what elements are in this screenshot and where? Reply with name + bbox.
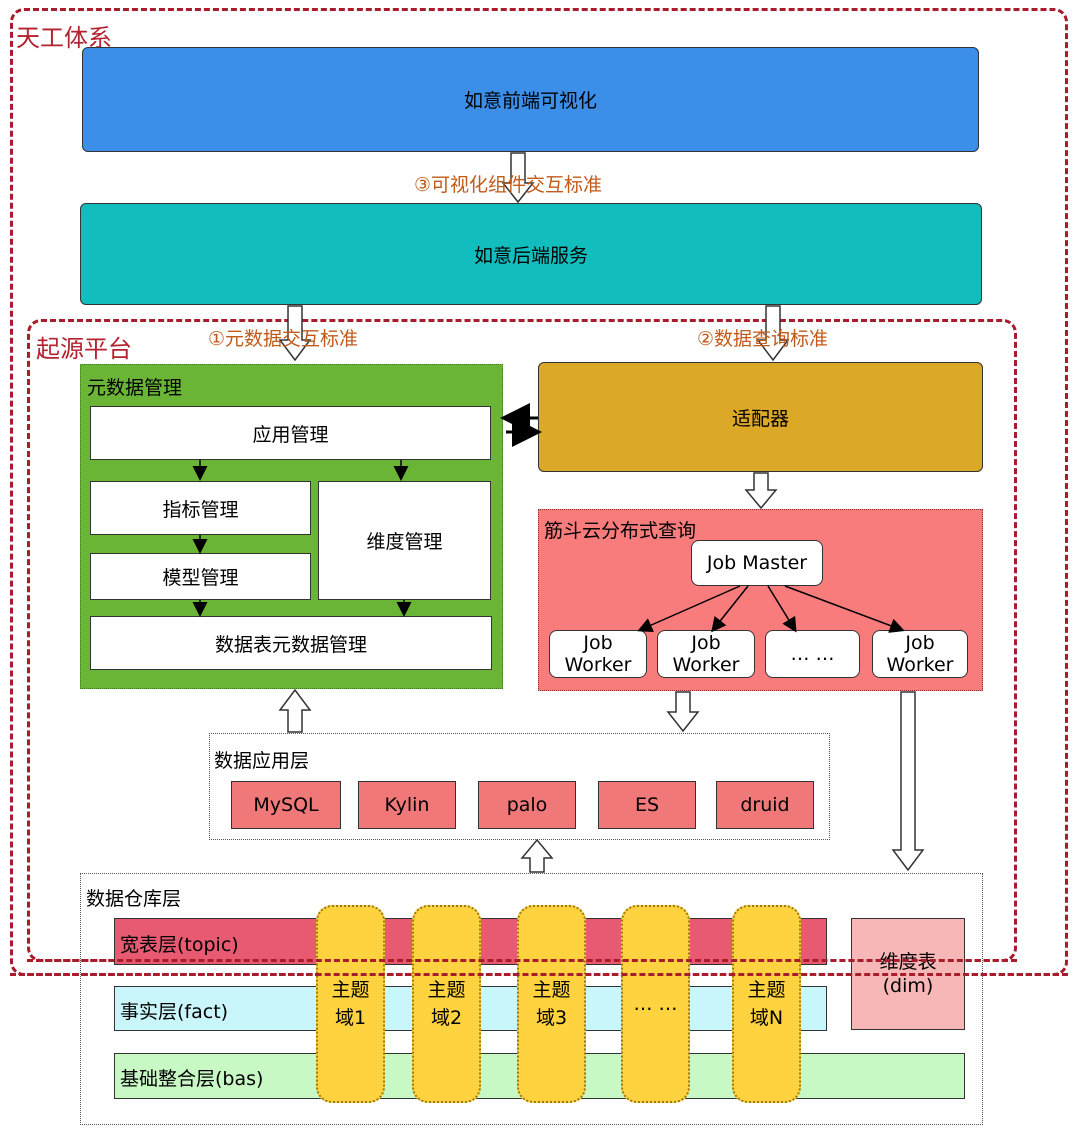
dimension-management[interactable]: 维度管理 — [318, 481, 491, 600]
hollow-arrow-jindou-applayer — [666, 691, 700, 733]
app-layer-title: 数据应用层 — [214, 750, 310, 772]
job-master[interactable]: Job Master — [691, 540, 823, 586]
warehouse-group — [80, 873, 983, 1125]
job-worker-ellipsis[interactable]: … … — [765, 630, 860, 678]
hollow-arrow-backend-adapter — [756, 305, 790, 362]
table-metadata-management[interactable]: 数据表元数据管理 — [90, 616, 492, 670]
standard1-label: ①元数据交互标准 — [208, 328, 359, 350]
topic-layer-label: 宽表层(topic) — [120, 934, 239, 956]
model-management[interactable]: 模型管理 — [90, 553, 311, 600]
arrow-master-worker2 — [711, 585, 749, 633]
hollow-arrow-backend-metadata — [278, 305, 312, 362]
hollow-arrow-jindou-dim — [891, 691, 925, 872]
domain-3[interactable]: 主题 域3 — [517, 905, 586, 1103]
arrow-master-worker1 — [637, 585, 741, 633]
domain-2[interactable]: 主题 域2 — [412, 905, 481, 1103]
palo-chip[interactable]: palo — [478, 781, 576, 829]
standard2-label: ②数据查询标准 — [697, 328, 829, 350]
mysql-chip[interactable]: MySQL — [231, 781, 341, 829]
domain-n[interactable]: 主题 域N — [732, 905, 801, 1103]
jindou-title: 筋斗云分布式查询 — [544, 520, 697, 542]
tiangong-frame-bottom-overlay — [10, 973, 1068, 976]
druid-chip[interactable]: druid — [716, 781, 814, 829]
indicator-management[interactable]: 指标管理 — [90, 481, 311, 535]
hollow-arrow-adapter-jindou — [744, 472, 778, 510]
frontend-box[interactable]: 如意前端可视化 — [82, 47, 979, 152]
qiyuan-frame-bottom-overlay — [27, 959, 1017, 962]
domain-1[interactable]: 主题 域1 — [316, 905, 385, 1103]
job-worker-2[interactable]: Job Worker — [657, 630, 755, 678]
fact-layer-label: 事实层(fact) — [120, 1001, 229, 1023]
backend-box[interactable]: 如意后端服务 — [80, 203, 982, 305]
hollow-arrow-warehouse-applayer — [520, 838, 554, 873]
warehouse-title: 数据仓库层 — [86, 888, 182, 910]
kylin-chip[interactable]: Kylin — [358, 781, 456, 829]
bas-layer-label: 基础整合层(bas) — [120, 1068, 264, 1090]
adapter-box[interactable]: 适配器 — [538, 362, 983, 472]
app-layer-group — [209, 733, 830, 840]
job-worker-n[interactable]: Job Worker — [872, 630, 968, 678]
standard3-label: ③可视化组件交互标准 — [414, 174, 603, 196]
metadata-title: 元数据管理 — [87, 377, 183, 399]
domain-ellipsis[interactable]: … … — [621, 905, 690, 1103]
es-chip[interactable]: ES — [598, 781, 696, 829]
qiyuan-title: 起源平台 — [36, 335, 132, 363]
arrow-master-workern — [784, 585, 905, 633]
hollow-arrow-frontend-backend — [501, 152, 535, 204]
arrow-master-ellipsis — [767, 585, 797, 633]
app-management[interactable]: 应用管理 — [90, 406, 491, 460]
hollow-arrow-applayer-metadata — [278, 688, 312, 733]
job-worker-1[interactable]: Job Worker — [549, 630, 647, 678]
